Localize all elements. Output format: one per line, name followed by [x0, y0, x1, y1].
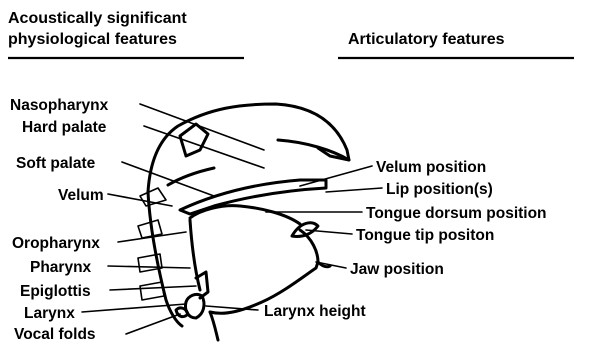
label-larynx: Larynx [24, 305, 75, 322]
pharynx-front-wall [190, 220, 200, 290]
left-header-line2: physiological features [8, 31, 177, 48]
label-tongue-dorsum-position: Tongue dorsum position [366, 205, 547, 222]
leader-lip-positions [326, 188, 382, 192]
leader-epiglottis [110, 286, 196, 290]
soft-palate-shape [168, 168, 214, 185]
label-oropharynx: Oropharynx [12, 235, 100, 252]
label-velum: Velum [58, 187, 104, 204]
label-lip-positions: Lip position(s) [386, 181, 493, 198]
label-tongue-tip-position: Tongue tip positon [356, 227, 494, 244]
label-velum-position: Velum position [376, 159, 486, 176]
leader-vocal-folds [126, 314, 180, 334]
label-epiglottis: Epiglottis [20, 283, 91, 300]
left-header-line1: Acoustically significant [8, 10, 187, 27]
leader-velum-position [300, 166, 372, 186]
label-nasopharynx: Nasopharynx [10, 97, 109, 114]
label-jaw-position: Jaw position [350, 261, 444, 278]
label-larynx-height: Larynx height [264, 303, 366, 320]
neck-front [210, 312, 218, 340]
jaw-outline [210, 230, 318, 313]
label-hard-palate: Hard palate [22, 119, 107, 136]
leader-pharynx [108, 266, 190, 268]
right-header: Articulatory features [348, 31, 505, 48]
vertebra-4 [140, 282, 164, 300]
vertebra-1 [140, 188, 166, 206]
label-soft-palate: Soft palate [16, 155, 96, 172]
tongue-body [190, 206, 300, 224]
label-pharynx: Pharynx [30, 259, 92, 276]
label-vocal-folds: Vocal folds [14, 326, 96, 343]
leader-soft-palate [122, 162, 214, 196]
